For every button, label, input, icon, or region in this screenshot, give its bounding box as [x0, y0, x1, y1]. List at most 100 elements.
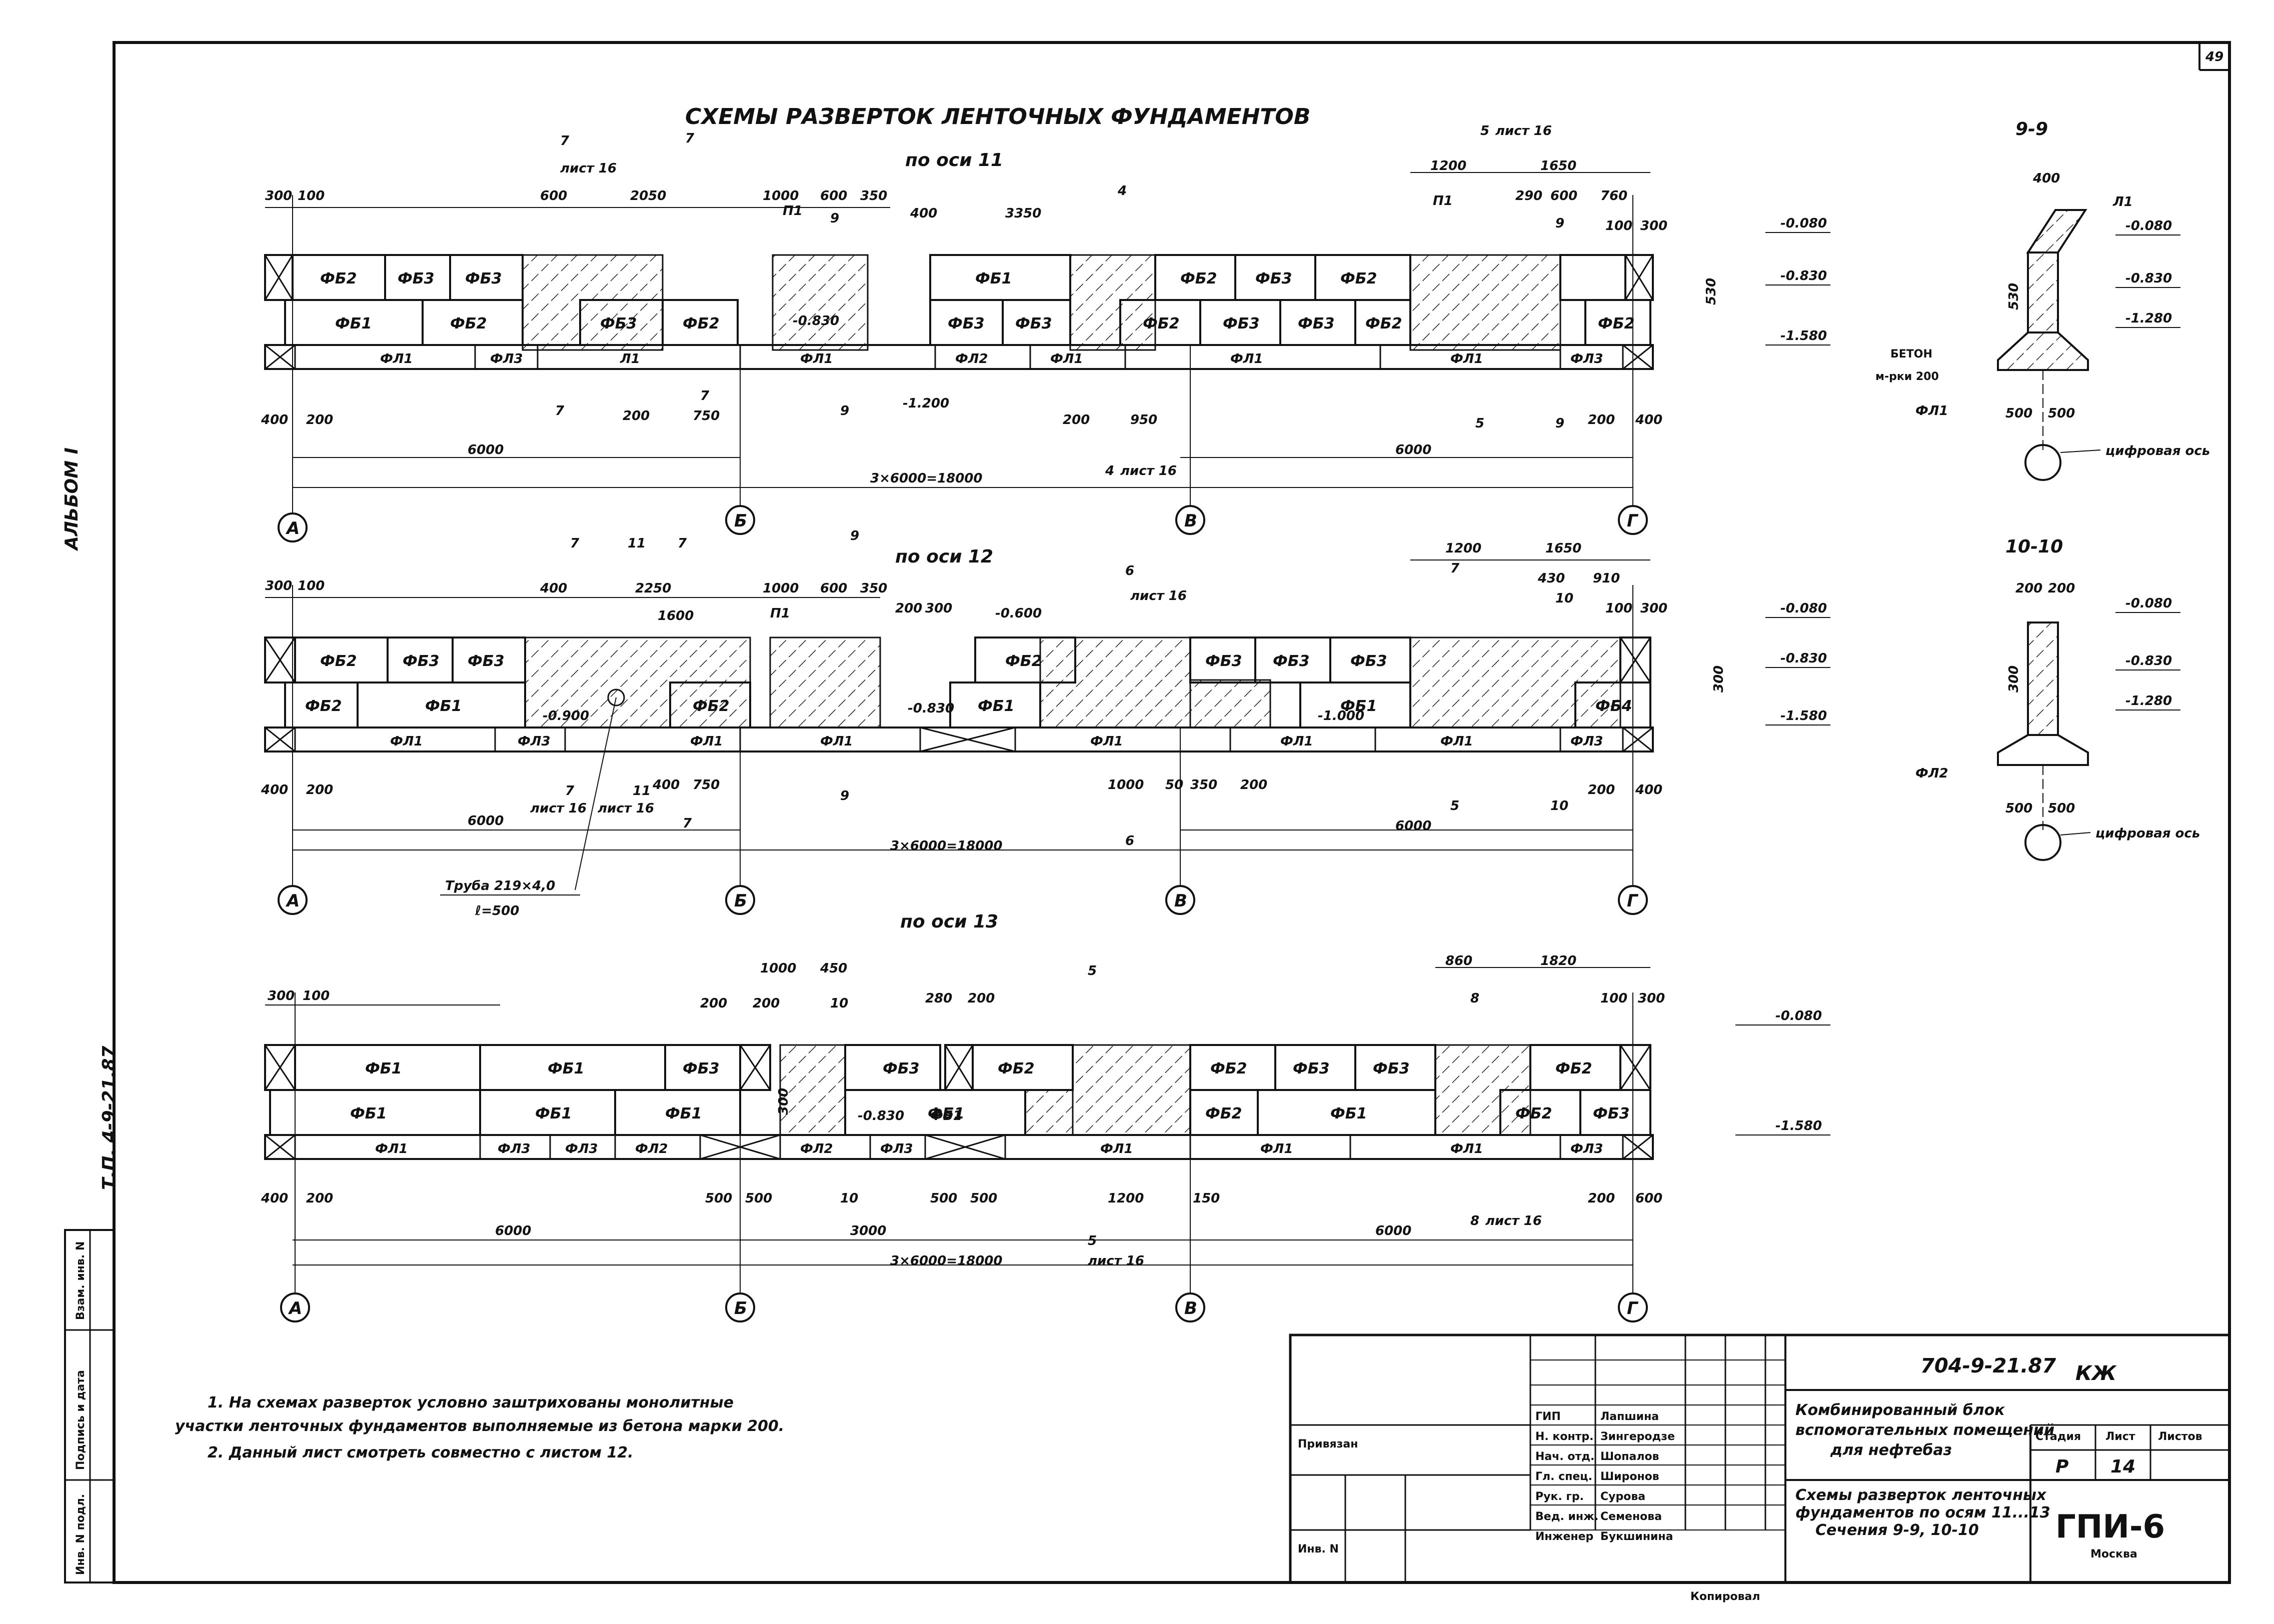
- svg-text:ФБ2: ФБ2: [1180, 270, 1217, 288]
- svg-text:ФБ2: ФБ2: [693, 698, 730, 715]
- svg-text:1200: 1200: [1445, 541, 1481, 556]
- svg-text:В: В: [1184, 511, 1197, 531]
- svg-text:6000: 6000: [1395, 442, 1431, 458]
- svg-text:-0.830: -0.830: [2125, 271, 2172, 286]
- svg-text:200: 200: [1588, 782, 1615, 798]
- svg-text:8: 8: [1470, 1214, 1479, 1228]
- sheets-header: Листов: [2158, 1430, 2202, 1443]
- svg-text:8: 8: [1470, 991, 1479, 1006]
- svg-text:300: 300: [1640, 601, 1667, 616]
- svg-text:10: 10: [1550, 798, 1568, 814]
- svg-text:П1: П1: [783, 204, 803, 218]
- svg-text:ФЛ1: ФЛ1: [1440, 734, 1473, 749]
- role: Вед. инж.: [1535, 1510, 1598, 1523]
- svg-text:400: 400: [261, 1191, 288, 1206]
- object-line: Комбинированный блок: [1795, 1402, 2005, 1419]
- svg-text:ФЛ2: ФЛ2: [635, 1142, 668, 1156]
- section-12-heading: по оси 12: [895, 546, 993, 567]
- svg-text:ФБ1: ФБ1: [535, 1105, 572, 1122]
- svg-text:Л1: Л1: [2112, 194, 2133, 210]
- svg-text:А: А: [285, 518, 300, 538]
- svg-text:200: 200: [1588, 412, 1615, 428]
- svg-text:ФЛ1: ФЛ1: [380, 352, 413, 366]
- name: Букшинина: [1600, 1530, 1673, 1543]
- svg-text:600: 600: [1635, 1191, 1662, 1206]
- svg-text:ФЛ1: ФЛ1: [690, 734, 723, 749]
- svg-text:ФБ4: ФБ4: [1595, 698, 1632, 715]
- svg-text:1000: 1000: [760, 961, 796, 976]
- svg-text:500: 500: [2005, 801, 2032, 816]
- svg-text:ФЛ3: ФЛ3: [490, 352, 523, 366]
- svg-text:-0.080: -0.080: [2125, 596, 2172, 611]
- svg-text:1000: 1000: [763, 188, 799, 204]
- main-title: СХЕМЫ РАЗВЕРТОК ЛЕНТОЧНЫХ ФУНДАМЕНТОВ: [685, 104, 1310, 130]
- section-9-9-heading: 9-9: [2015, 119, 2048, 140]
- svg-text:5: 5: [1088, 1234, 1097, 1248]
- svg-text:300: 300: [2006, 666, 2021, 692]
- svg-text:-0.830: -0.830: [2125, 654, 2172, 668]
- doc-mark: КЖ: [2075, 1362, 2117, 1385]
- monolith-zone: [1409, 254, 1561, 351]
- svg-text:В: В: [1174, 891, 1187, 911]
- svg-text:6000: 6000: [1395, 818, 1431, 834]
- svg-text:400: 400: [261, 412, 288, 428]
- svg-text:-1.580: -1.580: [1780, 708, 1827, 724]
- svg-text:400: 400: [910, 206, 937, 221]
- svg-text:ФБ1: ФБ1: [665, 1105, 702, 1122]
- svg-text:200: 200: [306, 1191, 333, 1206]
- svg-text:500: 500: [970, 1191, 997, 1206]
- svg-text:1000: 1000: [763, 581, 799, 596]
- svg-text:ФБ3: ФБ3: [398, 270, 435, 288]
- svg-text:-0.080: -0.080: [1775, 1008, 1822, 1024]
- svg-text:ФЛ2: ФЛ2: [955, 352, 988, 366]
- svg-text:200: 200: [1063, 412, 1090, 428]
- svg-text:ФБ2: ФБ2: [320, 270, 357, 288]
- svg-text:лист 16: лист 16: [530, 801, 587, 816]
- svg-text:Г: Г: [1627, 1298, 1639, 1318]
- svg-text:ФБ3: ФБ3: [1273, 652, 1310, 670]
- strip-fl: [264, 1134, 1654, 1160]
- svg-text:7: 7: [565, 784, 575, 798]
- svg-text:ФЛ1: ФЛ1: [1260, 1142, 1293, 1156]
- numeric-axis-label: цифровая ось: [2095, 826, 2200, 841]
- svg-text:ФБ3: ФБ3: [1015, 315, 1052, 332]
- svg-text:430: 430: [1537, 571, 1565, 586]
- svg-text:3×6000=18000: 3×6000=18000: [890, 838, 1002, 854]
- svg-text:ФЛ1: ФЛ1: [1230, 352, 1263, 366]
- svg-text:-1.200: -1.200: [903, 396, 949, 411]
- svg-text:300: 300: [265, 188, 292, 204]
- svg-text:А: А: [288, 1298, 302, 1318]
- object-line: для нефтебаз: [1830, 1442, 1952, 1459]
- svg-text:ФБ2: ФБ2: [1555, 1060, 1592, 1078]
- svg-text:7: 7: [555, 404, 565, 418]
- svg-text:ФБ3: ФБ3: [600, 315, 637, 332]
- svg-text:7: 7: [570, 536, 580, 551]
- inv-label: Инв. N: [1298, 1543, 1339, 1556]
- svg-text:600: 600: [820, 188, 847, 204]
- svg-text:200: 200: [895, 601, 922, 616]
- svg-text:10: 10: [1555, 591, 1573, 606]
- axis-bubble: [2024, 444, 2061, 481]
- notes: 1. На схемах разверток условно заштрихов…: [175, 1394, 784, 1462]
- monolith-zone: [1189, 679, 1271, 728]
- svg-text:200: 200: [1588, 1191, 1615, 1206]
- svg-text:6000: 6000: [468, 442, 504, 458]
- svg-text:450: 450: [820, 961, 847, 976]
- name: Сурова: [1600, 1490, 1645, 1503]
- svg-text:ФЛ3: ФЛ3: [1570, 734, 1603, 749]
- section-9-9: 9-9 400 530 500 500 Л1 ФЛ1 БЕТОН м-рки 2…: [1875, 119, 2210, 481]
- svg-text:ФБ3: ФБ3: [1350, 652, 1387, 670]
- svg-text:ФЛ1: ФЛ1: [1450, 1142, 1483, 1156]
- numeric-axis-label: цифровая ось: [2105, 444, 2210, 458]
- svg-text:ФБ3: ФБ3: [1373, 1060, 1410, 1078]
- object-line: вспомогательных помещений: [1795, 1422, 2054, 1439]
- doc-code: 704-9-21.87: [1920, 1354, 2056, 1378]
- svg-text:100: 100: [298, 578, 325, 594]
- svg-text:ФБ1: ФБ1: [1340, 698, 1377, 715]
- svg-text:200: 200: [1240, 778, 1267, 792]
- svg-text:лист 16: лист 16: [1130, 588, 1187, 604]
- svg-text:-0.830: -0.830: [1780, 651, 1827, 666]
- svg-text:ФБ2: ФБ2: [683, 315, 720, 332]
- svg-text:ФБ3: ФБ3: [1205, 652, 1242, 670]
- svg-text:1200: 1200: [1430, 158, 1466, 174]
